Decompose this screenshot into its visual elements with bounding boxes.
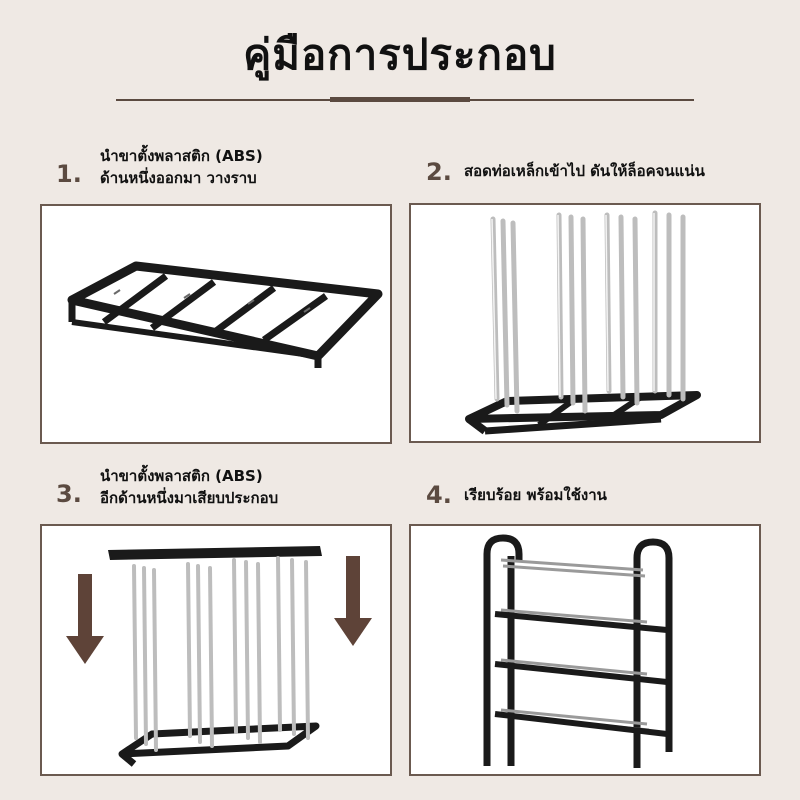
step-2-image-panel — [409, 203, 761, 443]
step-4-text: เรียบร้อย พร้อมใช้งาน — [464, 484, 607, 506]
down-arrow-right-icon — [334, 618, 372, 646]
step-4-line-1: เรียบร้อย พร้อมใช้งาน — [464, 486, 607, 504]
page-title: คู่มือการประกอบ — [243, 30, 557, 79]
step-3-line-2: อีกด้านหนึ่งมาเสียบประกอบ — [100, 489, 279, 507]
insert-top-base-illustration — [66, 546, 372, 767]
step-3-line-1: นำขาตั้งพลาสติก (ABS) — [100, 467, 263, 485]
step-3-image-panel — [40, 524, 392, 776]
step-3-text: นำขาตั้งพลาสติก (ABS) อีกด้านหนึ่งมาเสีย… — [100, 465, 278, 509]
step-4-image-panel — [409, 524, 761, 776]
step-1-number: 1. — [56, 160, 82, 188]
down-arrow-right-shaft — [346, 556, 360, 618]
plastic-base-illustration — [67, 261, 383, 368]
step-1-line-2: ด้านหนึ่งออกมา วางราบ — [100, 169, 257, 187]
step-2-text: สอดท่อเหล็กเข้าไป ดันให้ล็อคจนแน่น — [464, 160, 705, 182]
base-with-tubes-illustration — [465, 210, 701, 435]
down-arrow-left-icon — [66, 636, 104, 664]
down-arrow-left-shaft — [78, 574, 92, 636]
step-2-number: 2. — [426, 158, 452, 186]
step-4-number: 4. — [426, 481, 452, 509]
step-1-text: นำขาตั้งพลาสติก (ABS) ด้านหนึ่งออกมา วาง… — [100, 145, 263, 189]
step-3-number: 3. — [56, 480, 82, 508]
step-1-image-panel — [40, 204, 392, 444]
finished-shoe-rack-illustration — [483, 534, 673, 768]
title-divider-accent — [330, 97, 470, 102]
step-1-line-1: นำขาตั้งพลาสติก (ABS) — [100, 147, 263, 165]
step-2-line-1: สอดท่อเหล็กเข้าไป ดันให้ล็อคจนแน่น — [464, 162, 705, 180]
